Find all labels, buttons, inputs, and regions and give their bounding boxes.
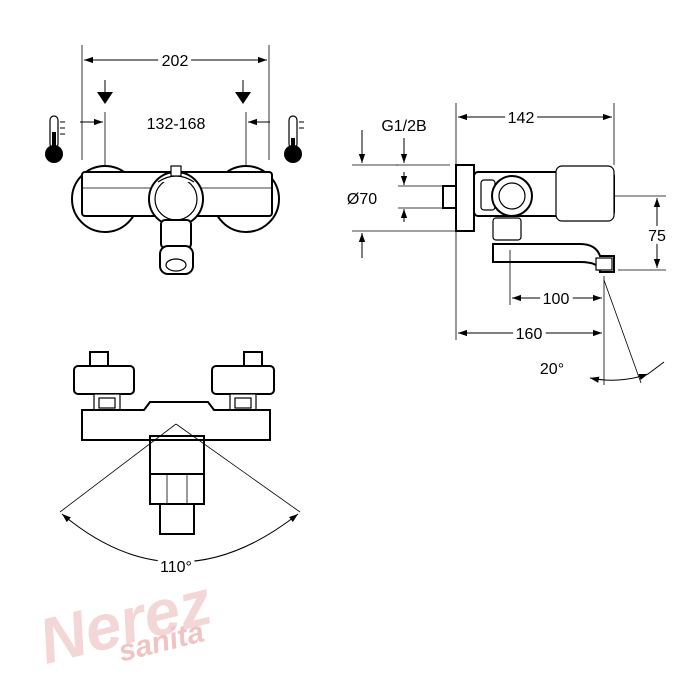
diameter-label: Ø70: [347, 191, 377, 208]
thermometer-hot-icon: [284, 115, 304, 163]
thermometer-cold-icon: [45, 115, 65, 163]
top-view: 110°: [59, 351, 301, 580]
front-view: 202 132-168: [45, 45, 304, 275]
dimension-spout-offset-label: 100: [543, 291, 570, 308]
spout-tip-top: [159, 503, 195, 535]
thermostat-handle-side: [555, 165, 615, 222]
aerator: [595, 257, 613, 271]
angle-arc-swivel: [61, 513, 299, 563]
angle-swivel-label: 110°: [160, 559, 192, 576]
dimension-center-label: 132-168: [147, 116, 206, 133]
right-handle-top: [211, 365, 275, 395]
spout-neck-top: [149, 439, 205, 477]
dimension-spout-length-label: 160: [516, 326, 543, 343]
spout-collar-top: [149, 473, 205, 505]
angle-arc-spout: [589, 373, 649, 383]
dimension-depth-label: 142: [508, 110, 535, 127]
left-handle-top: [73, 365, 135, 395]
arrow-down-icon: [235, 80, 251, 104]
dimension-width-label: 202: [162, 53, 189, 70]
spout-side: [492, 243, 615, 273]
arrow-down-icon: [97, 80, 113, 104]
thread-label: G1/2B: [381, 118, 426, 135]
knob-cap: [170, 165, 182, 177]
angle-spout-label: 20°: [540, 361, 564, 378]
spout-front: [160, 219, 192, 249]
side-view: 142 G1/2B Ø70 75 100: [347, 103, 670, 385]
wall-escutcheon-side: [455, 164, 475, 232]
spout-collar: [492, 217, 522, 241]
dimension-height-label: 75: [648, 228, 666, 245]
watermark: Nerez sanita: [32, 566, 219, 678]
